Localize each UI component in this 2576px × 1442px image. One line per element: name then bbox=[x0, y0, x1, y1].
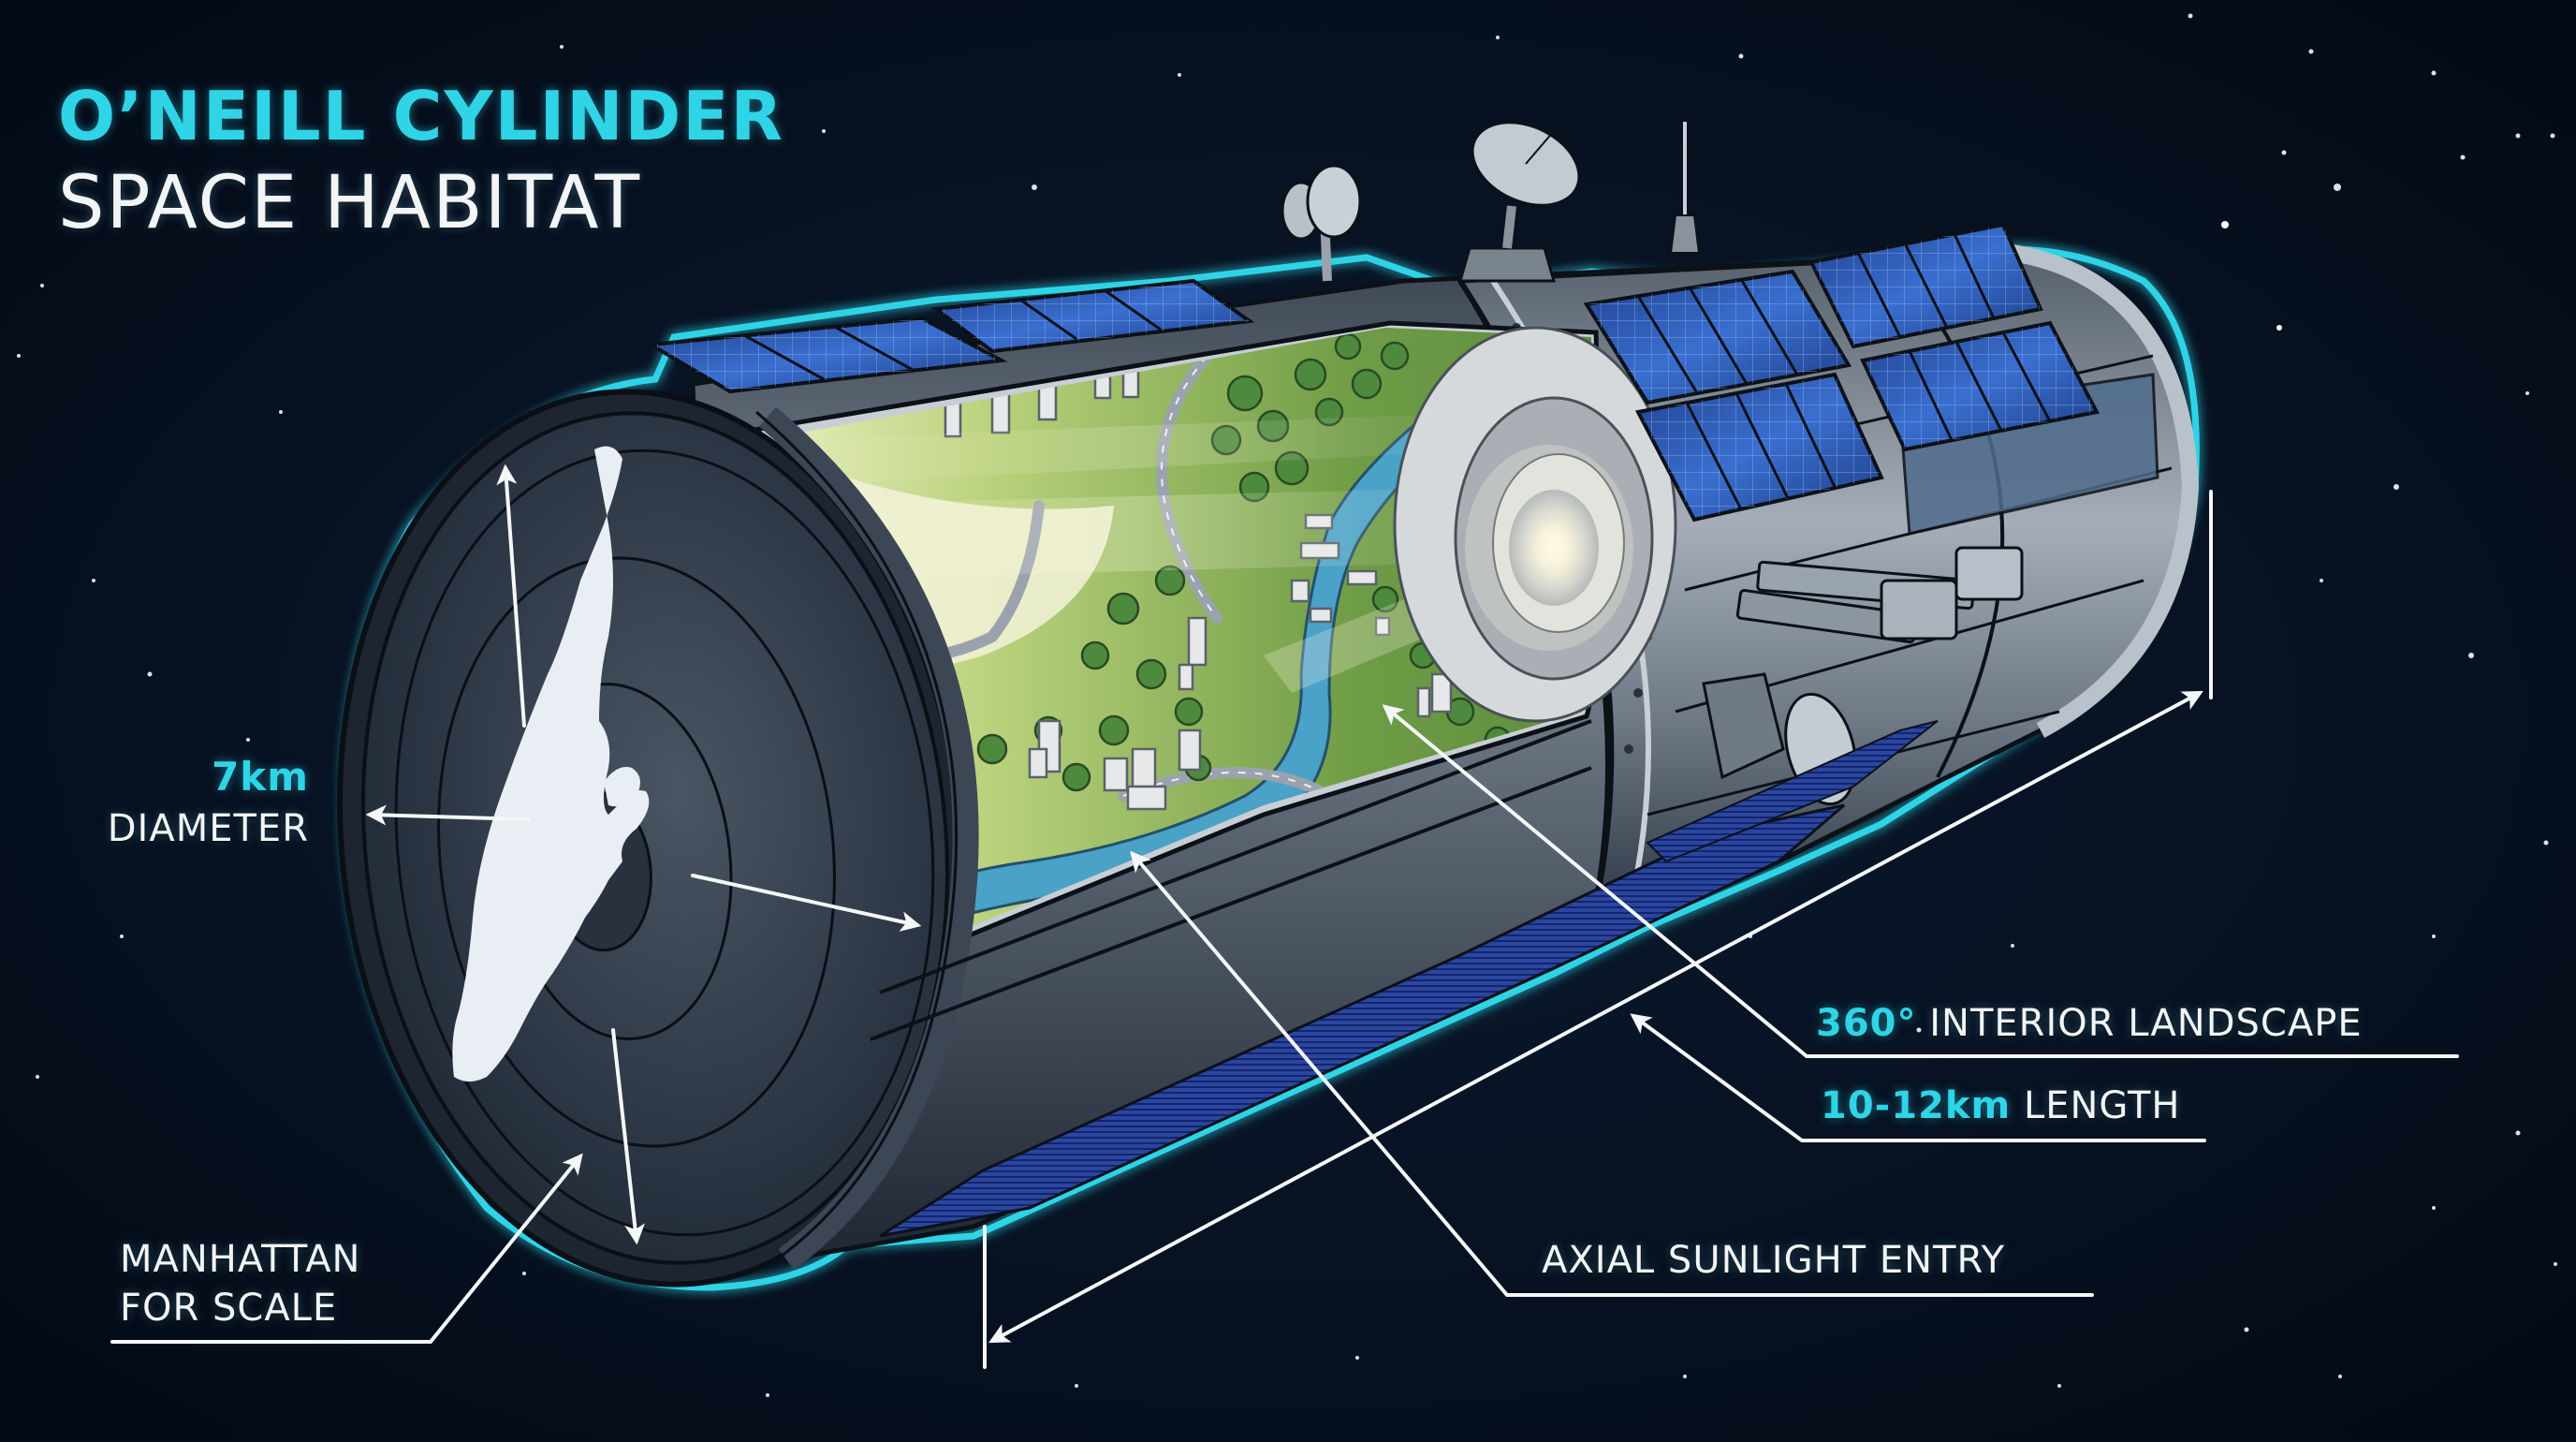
diameter-arrow-left bbox=[365, 804, 531, 826]
length-label: 10-12km LENGTH bbox=[1821, 1084, 2181, 1127]
solar-panels-top-left bbox=[644, 278, 1255, 394]
diameter-label: DIAMETER bbox=[107, 807, 309, 850]
sun-window bbox=[1393, 326, 1677, 723]
diameter-arrow-down bbox=[611, 1028, 645, 1245]
communication-equipment bbox=[1281, 121, 1701, 283]
interior-text: INTERIOR LANDSCAPE bbox=[1929, 1002, 2363, 1045]
annotation-lines bbox=[110, 464, 2459, 1369]
diameter-value: 7km bbox=[212, 754, 309, 800]
diameter-arrow-right bbox=[691, 874, 922, 932]
diameter-arrow-up bbox=[496, 464, 526, 728]
manhattan-label-line1: MANHATTAN bbox=[120, 1238, 361, 1281]
title-secondary: SPACE HABITAT bbox=[58, 161, 642, 245]
end-cap-rim bbox=[758, 406, 979, 1271]
manhattan-label-line2: FOR SCALE bbox=[120, 1287, 338, 1330]
twin-dish-icon bbox=[1281, 164, 1362, 282]
hull-right-cap-rim bbox=[2011, 244, 2200, 738]
interior-value: 360° bbox=[1816, 1002, 1917, 1045]
title-primary: O’NEILL CYLINDER bbox=[58, 77, 784, 155]
length-text: LENGTH bbox=[2023, 1084, 2181, 1127]
sun-light-source-icon bbox=[1509, 490, 1599, 606]
antenna-mast-icon bbox=[1669, 122, 1701, 254]
length-value: 10-12km bbox=[1821, 1084, 2012, 1127]
length-dimension-line bbox=[988, 690, 2203, 1344]
solar-panels-top-right bbox=[1583, 222, 2100, 522]
manhattan-leader-line bbox=[110, 1153, 583, 1344]
docking-arms bbox=[1735, 546, 2024, 644]
axial-sunlight-label: AXIAL SUNLIGHT ENTRY bbox=[1542, 1239, 2006, 1282]
manhattan-silhouette bbox=[452, 446, 650, 1082]
interior-landscape-label: 360° INTERIOR LANDSCAPE bbox=[1816, 1002, 2363, 1045]
satellite-dish-icon bbox=[1458, 121, 1581, 283]
manhattan-island-blob bbox=[604, 767, 640, 807]
